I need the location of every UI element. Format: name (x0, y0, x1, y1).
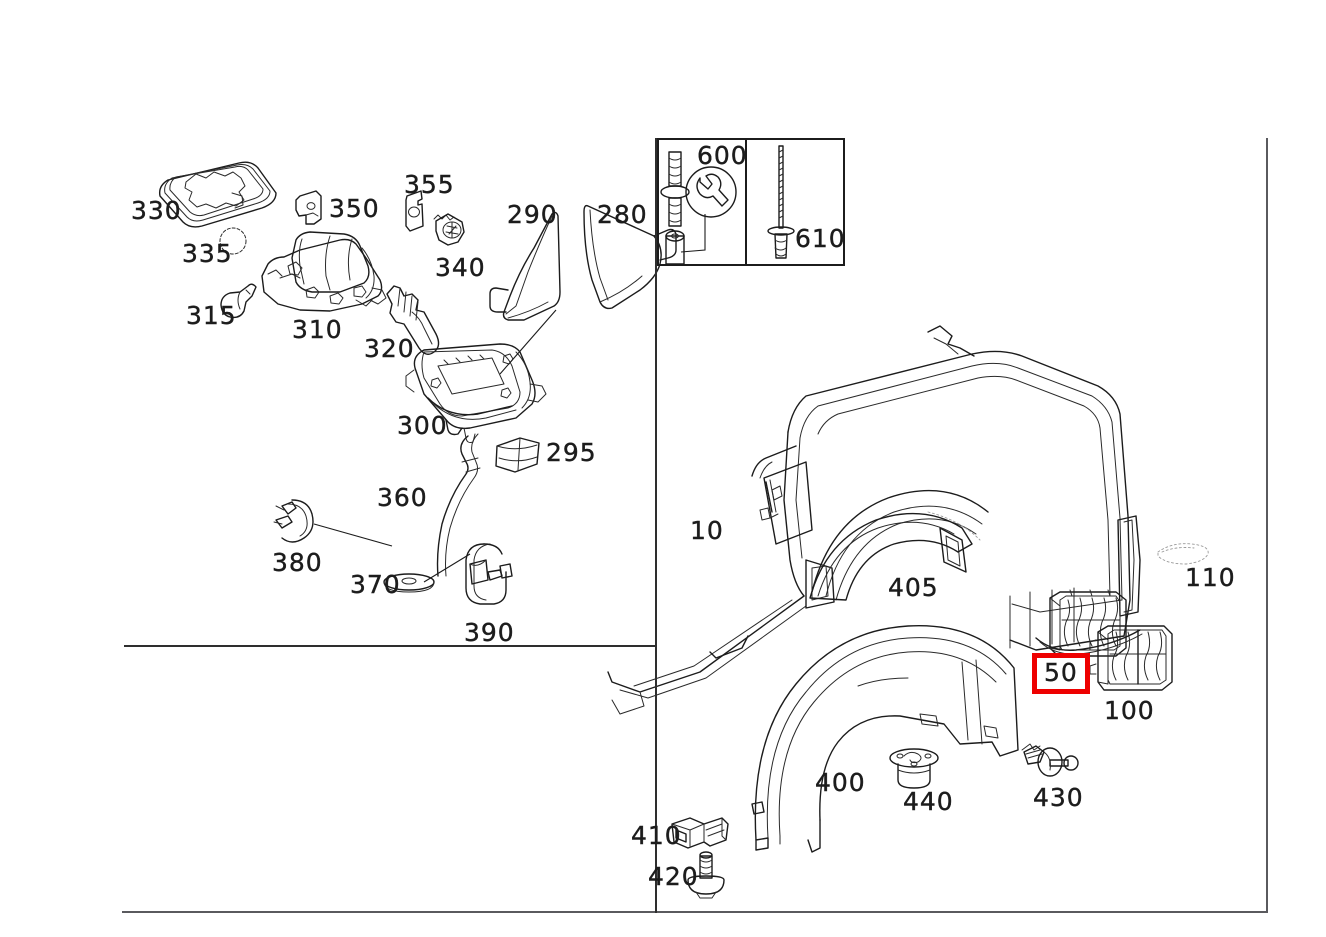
callout-110[interactable]: 110 (1185, 563, 1236, 592)
part-340-screw (433, 213, 465, 246)
toolbox-cell-divider (745, 140, 747, 264)
leader-290-to-300 (499, 309, 557, 375)
callout-430[interactable]: 430 (1033, 783, 1084, 812)
callout-440[interactable]: 440 (903, 787, 954, 816)
callout-335[interactable]: 335 (182, 239, 233, 268)
callout-290[interactable]: 290 (507, 200, 558, 229)
callout-600[interactable]: 600 (697, 141, 748, 170)
part-440-expanding-nut (889, 748, 939, 789)
callout-380[interactable]: 380 (272, 548, 323, 577)
callout-315[interactable]: 315 (186, 301, 237, 330)
body-to-grille-edge (1035, 629, 1141, 651)
callout-410[interactable]: 410 (631, 821, 682, 850)
section-divider-mid (655, 138, 657, 913)
part-295-collar (495, 437, 540, 473)
leader-390 (423, 553, 471, 583)
callout-280[interactable]: 280 (597, 200, 648, 229)
callout-370[interactable]: 370 (350, 570, 401, 599)
part-400-wheel-liner (751, 624, 1019, 853)
part-350-bracket (295, 190, 322, 225)
callout-310[interactable]: 310 (292, 315, 343, 344)
part-360-drain-hose (436, 433, 481, 577)
section-divider-left (124, 645, 656, 647)
callout-610[interactable]: 610 (795, 224, 846, 253)
callout-390[interactable]: 390 (464, 618, 515, 647)
callout-330[interactable]: 330 (131, 196, 182, 225)
callout-300[interactable]: 300 (397, 411, 448, 440)
callout-320[interactable]: 320 (364, 334, 415, 363)
callout-340[interactable]: 340 (435, 253, 486, 282)
callout-10[interactable]: 10 (690, 516, 724, 545)
part-100-vent (1089, 625, 1173, 691)
leader-380 (313, 523, 393, 547)
part-50-grille (1049, 589, 1127, 657)
callout-405[interactable]: 405 (888, 573, 939, 602)
callout-400[interactable]: 400 (815, 768, 866, 797)
callout-355[interactable]: 355 (404, 170, 455, 199)
part-380-clamp (273, 499, 314, 543)
part-310-actuator (261, 231, 387, 312)
frame-right-rule (1266, 138, 1268, 912)
callout-50-selected[interactable]: 50 (1032, 653, 1090, 694)
callout-350[interactable]: 350 (329, 194, 380, 223)
frame-bottom-rule (122, 911, 1268, 913)
callout-100[interactable]: 100 (1104, 696, 1155, 725)
callout-295[interactable]: 295 (546, 438, 597, 467)
part-390-retainer (465, 543, 513, 605)
tools-inset-box (657, 138, 845, 266)
part-430-clip-screw (1021, 743, 1079, 777)
part-110-seal (1157, 543, 1209, 565)
callout-360[interactable]: 360 (377, 483, 428, 512)
callout-420[interactable]: 420 (648, 862, 699, 891)
